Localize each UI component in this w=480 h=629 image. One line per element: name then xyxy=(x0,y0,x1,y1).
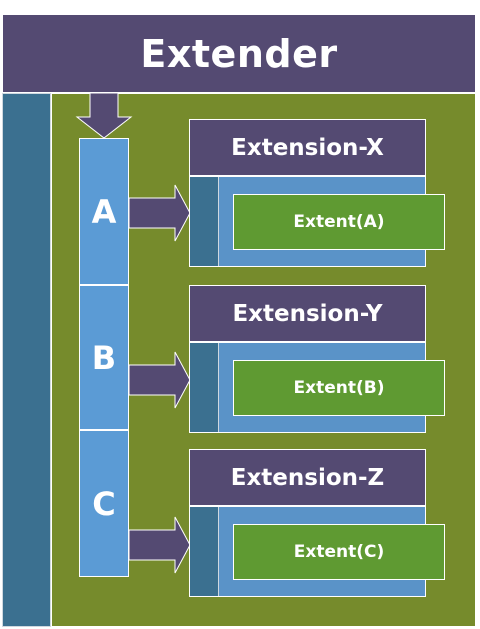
extension-body: Extent(B) xyxy=(189,342,445,433)
extension-title: Extension-Z xyxy=(189,449,426,506)
right-arrow-icon xyxy=(128,516,191,574)
extent-box: Extent(B) xyxy=(233,360,445,416)
segment-c: C xyxy=(79,430,129,577)
extension-body: Extent(A) xyxy=(189,176,445,267)
extension-y: Extension-Y Extent(B) xyxy=(189,285,445,435)
header-bar: Extender xyxy=(2,14,476,93)
extent-box: Extent(A) xyxy=(233,194,445,250)
extension-stripe xyxy=(190,507,219,596)
sidebar-strip xyxy=(2,93,51,627)
extension-x: Extension-X Extent(A) xyxy=(189,119,445,269)
extension-stripe xyxy=(190,343,219,432)
segment-label: A xyxy=(91,192,117,231)
segment-b: B xyxy=(79,285,129,430)
page-title: Extender xyxy=(140,31,338,76)
right-arrow-icon xyxy=(128,184,191,242)
right-arrow-icon xyxy=(128,351,191,409)
extension-title: Extension-Y xyxy=(189,285,426,342)
down-arrow-icon xyxy=(75,92,133,139)
extension-stripe xyxy=(190,177,219,266)
extent-box: Extent(C) xyxy=(233,524,445,580)
segment-label: C xyxy=(92,484,116,523)
segment-a: A xyxy=(79,138,129,285)
extension-z: Extension-Z Extent(C) xyxy=(189,449,445,599)
segment-label: B xyxy=(91,338,117,377)
extension-body: Extent(C) xyxy=(189,506,445,597)
extension-title: Extension-X xyxy=(189,119,426,176)
